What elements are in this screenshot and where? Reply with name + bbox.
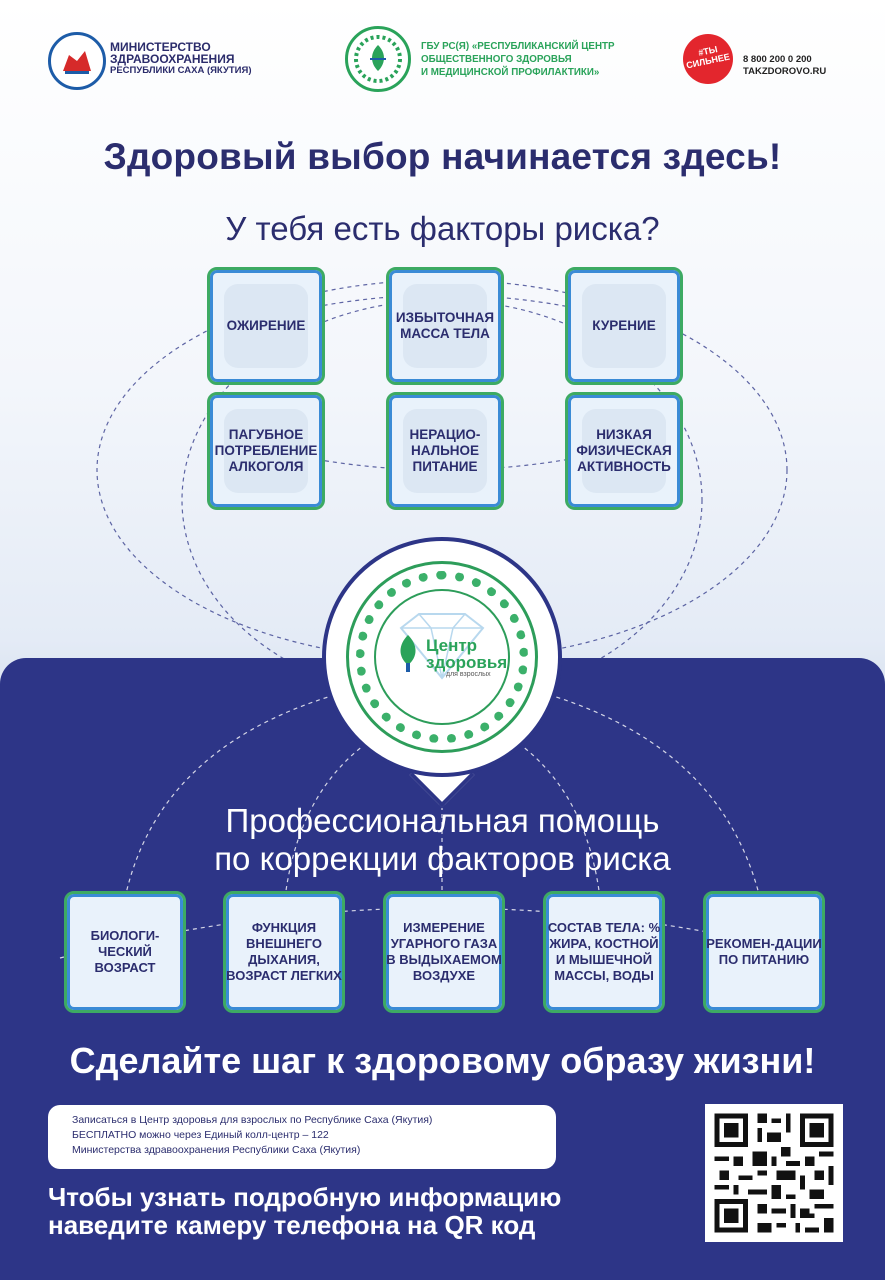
risk-card-smoking: КУРЕНИЕ (565, 267, 683, 385)
service-card-body-composition: СОСТАВ ТЕЛА: % ЖИРА, КОСТНОЙ И МЫШЕЧНОЙ … (543, 891, 665, 1013)
ministry-line3: РЕСПУБЛИКИ САХА (ЯКУТИЯ) (110, 65, 252, 76)
bottom-line1: Чтобы узнать подробную информацию (48, 1182, 562, 1212)
service-card-bio-age: БИОЛОГИ-ЧЕСКИЙ ВОЗРАСТ (64, 891, 186, 1013)
center-org-line1: ГБУ РС(Я) «РЕСПУБЛИКАНСКИЙ ЦЕНТР (421, 41, 615, 52)
info-line3: Министерства здравоохранения Республики … (72, 1144, 361, 1156)
site-url: TAKZDOROVO.RU (743, 66, 827, 77)
ornament-ring-pattern (356, 571, 528, 743)
service-card-nutrition-advice: РЕКОМЕН-ДАЦИИ ПО ПИТАНИЮ (703, 891, 825, 1013)
ministry-line1: МИНИСТЕРСТВО (110, 40, 211, 54)
center-org-line2: ОБЩЕСТВЕННОГО ЗДОРОВЬЯ (421, 54, 572, 65)
risk-card-nutrition: НЕРАЦИО-НАЛЬНОЕ ПИТАНИЕ (386, 392, 504, 510)
risk-card-inactivity: НИЗКАЯ ФИЗИЧЕСКАЯ АКТИВНОСТЬ (565, 392, 683, 510)
risk-card-label: ИЗБЫТОЧНАЯ МАССА ТЕЛА (395, 310, 495, 341)
risk-card-label: НЕРАЦИО-НАЛЬНОЕ ПИТАНИЕ (409, 427, 481, 474)
risk-card-obesity: ОЖИРЕНИЕ (207, 267, 325, 385)
ornament-ring-outer (346, 561, 538, 753)
ty-silnee-badge: #ТЫ СИЛЬНЕЕ (683, 34, 733, 84)
risk-card-overweight: ИЗБЫТОЧНАЯ МАССА ТЕЛА (386, 267, 504, 385)
risk-card-label: ПАГУБНОЕ ПОТРЕБЛЕНИЕ АЛКОГОЛЯ (214, 427, 318, 474)
risk-card-label: ОЖИРЕНИЕ (226, 318, 306, 333)
hotline-phone: 8 800 200 0 200 (743, 54, 812, 65)
info-box: Записаться в Центр здоровья для взрослых… (48, 1105, 556, 1169)
service-card-lung-function: ФУНКЦИЯ ВНЕШНЕГО ДЫХАНИЯ, ВОЗРАСТ ЛЕГКИХ (223, 891, 345, 1013)
bottom-line2: наведите камеру телефона на QR код (48, 1210, 536, 1240)
qr-code-icon (705, 1104, 843, 1242)
page-title: Здоровый выбор начинается здесь! (103, 136, 782, 177)
risk-subtitle: У тебя есть факторы риска? (225, 210, 660, 247)
info-line1: Записаться в Центр здоровья для взрослых… (72, 1114, 433, 1126)
risk-card-label: КУРЕНИЕ (592, 318, 656, 333)
ministry-emblem-icon (48, 32, 106, 90)
center-org-line3: И МЕДИЦИНСКОЙ ПРОФИЛАКТИКИ» (421, 67, 600, 78)
service-card-label: СОСТАВ ТЕЛА: % ЖИРА, КОСТНОЙ И МЫШЕЧНОЙ … (547, 920, 661, 983)
ministry-line2: ЗДРАВООХРАНЕНИЯ (110, 52, 235, 66)
center-logo-line2: здоровья (426, 653, 508, 672)
center-tree-icon (400, 635, 416, 672)
obesity-icon (224, 284, 308, 368)
bottle-icon (224, 409, 308, 493)
service-card-co-measure: ИЗМЕРЕНИЕ УГАРНОГО ГАЗА В ВЫДЫХАЕМОМ ВОЗ… (383, 891, 505, 1013)
food-icon (403, 409, 487, 493)
ornament-ring-inner (374, 589, 510, 725)
cta-heading: Сделайте шаг к здоровому образу жизни! (69, 1040, 816, 1081)
risk-card-alcohol: ПАГУБНОЕ ПОТРЕБЛЕНИЕ АЛКОГОЛЯ (207, 392, 325, 510)
service-card-label: ИЗМЕРЕНИЕ УГАРНОГО ГАЗА В ВЫДЫХАЕМОМ ВОЗ… (386, 920, 502, 983)
center-logo-line1: Центр (426, 636, 478, 655)
center-org-logo: ГБУ РС(Я) «РЕСПУБЛИКАНСКИЙ ЦЕНТР ОБЩЕСТВ… (345, 26, 625, 96)
service-card-label: РЕКОМЕН-ДАЦИИ ПО ПИТАНИЮ (706, 936, 822, 967)
body-icon (403, 284, 487, 368)
qr-code[interactable] (705, 1104, 843, 1242)
diamond-icon (399, 613, 485, 680)
sofa-icon (582, 409, 666, 493)
takzdorovo-logo: #ТЫ СИЛЬНЕЕ 8 800 200 0 200 TAKZDOROVO.R… (683, 30, 843, 90)
risk-card-label: НИЗКАЯ ФИЗИЧЕСКАЯ АКТИВНОСТЬ (576, 427, 672, 474)
cigarette-icon (582, 284, 666, 368)
service-card-label: ФУНКЦИЯ ВНЕШНЕГО ДЫХАНИЯ, ВОЗРАСТ ЛЕГКИХ (226, 920, 342, 983)
ministry-logo: МИНИСТЕРСТВО ЗДРАВООХРАНЕНИЯ РЕСПУБЛИКИ … (48, 32, 278, 94)
service-card-label: БИОЛОГИ-ЧЕСКИЙ ВОЗРАСТ (90, 928, 160, 975)
center-logo-line3: для взрослых (446, 671, 491, 678)
info-line2: БЕСПЛАТНО можно через Единый колл-центр … (72, 1129, 329, 1141)
pro-title-line2: по коррекции факторов риска (214, 840, 671, 877)
ornament-logo-icon (345, 26, 411, 92)
pro-title-line1: Профессиональная помощь (225, 802, 660, 839)
